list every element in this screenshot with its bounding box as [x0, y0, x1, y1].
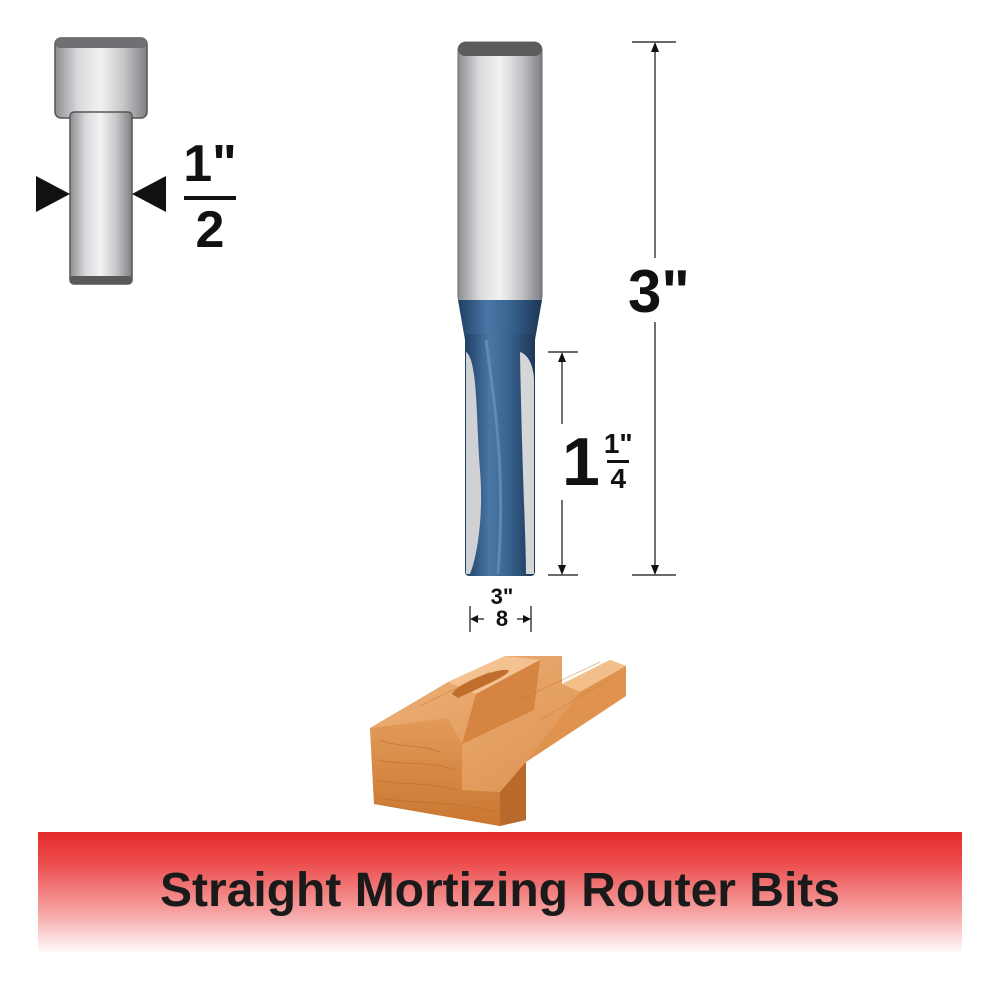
cutting-length-label: 1 1" 4	[562, 428, 633, 496]
shank-diameter-numerator: 1"	[183, 135, 237, 193]
wood-profile-icon	[370, 656, 626, 826]
left-arrow-icon	[36, 176, 70, 212]
cutting-length-whole: 1	[562, 424, 600, 500]
fraction-bar	[607, 460, 630, 463]
cutting-length-dimension	[548, 351, 578, 576]
cutting-length-fraction: 1" 4	[604, 430, 633, 493]
cutting-diameter-denominator: 8	[495, 606, 509, 631]
overall-length-dimension	[632, 41, 676, 576]
shank-profile-icon	[36, 37, 166, 285]
cutting-length-numerator: 1"	[603, 428, 633, 459]
cutting-diameter-numerator: 3"	[490, 584, 514, 609]
title-banner: Straight Mortizing Router Bits	[38, 832, 962, 954]
router-bit-illustration	[457, 41, 543, 576]
right-arrow-icon	[132, 176, 166, 212]
shank-diameter-denominator: 2	[195, 201, 225, 259]
fraction-bar	[184, 196, 236, 200]
cutting-diameter-dimension	[469, 606, 532, 632]
cutting-length-denominator: 4	[610, 463, 627, 494]
overall-length-label: 3"	[628, 258, 690, 325]
shank-diameter-label: 1" 2	[180, 138, 240, 256]
cutting-diameter-label: 3" 8	[478, 586, 526, 630]
banner-title: Straight Mortizing Router Bits	[160, 864, 840, 917]
